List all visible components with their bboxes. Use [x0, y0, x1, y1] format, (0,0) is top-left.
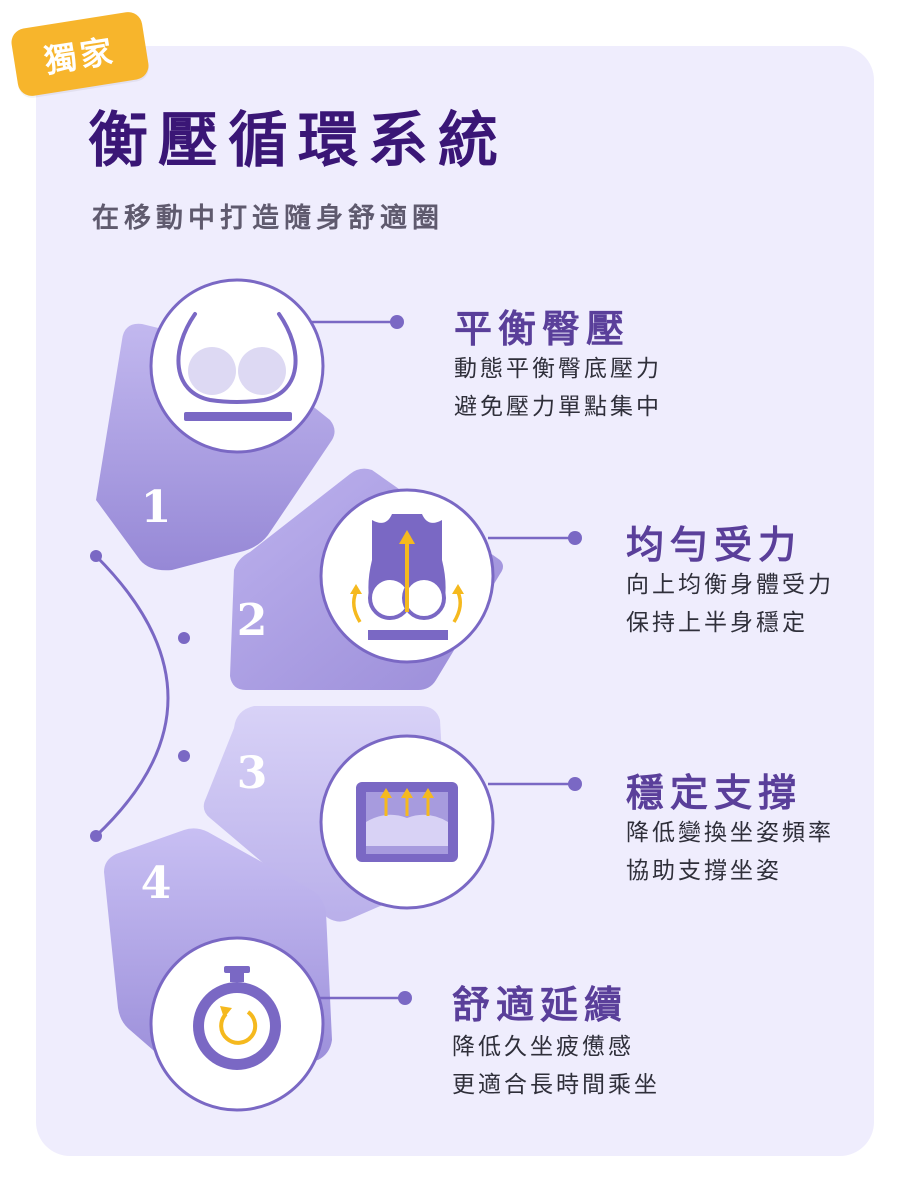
- feature-desc-line: 動態平衡臀底壓力: [454, 356, 662, 382]
- feature-desc-4: 降低久坐疲憊感 更適合長時間乘坐: [452, 1028, 660, 1104]
- feature-title-1: 平衡臀壓: [454, 307, 631, 351]
- feature-desc-line: 降低久坐疲憊感: [452, 1034, 634, 1060]
- step-number-3: 3: [237, 748, 268, 799]
- feature-desc-line: 協助支撐坐姿: [626, 858, 782, 884]
- stopwatch-icon: [193, 966, 281, 1070]
- connector-dot-3: [568, 777, 582, 791]
- feature-desc-3: 降低變換坐姿頻率 協助支撐坐姿: [626, 814, 834, 890]
- feature-title-2: 均勻受力: [626, 523, 803, 567]
- step-number-1: 1: [141, 482, 172, 533]
- arc-dot: [90, 830, 102, 842]
- connector-dot-1: [390, 315, 404, 329]
- buttocks-on-cushion-icon: [176, 312, 298, 421]
- feature-desc-2: 向上均衡身體受力 保持上半身穩定: [626, 566, 834, 642]
- arc-dot: [178, 632, 190, 644]
- connector-arc: [94, 554, 170, 838]
- feature-desc-line: 避免壓力單點集中: [454, 394, 662, 420]
- feature-title-3: 穩定支撐: [626, 771, 803, 815]
- page-title: 衡壓循環系統: [88, 106, 508, 176]
- cushion-support-arrows-icon: [356, 782, 458, 862]
- feature-desc-1: 動態平衡臀底壓力 避免壓力單點集中: [454, 350, 662, 426]
- feature-desc-line: 保持上半身穩定: [626, 610, 808, 636]
- feature-title-4: 舒適延續: [452, 983, 629, 1027]
- arc-dot: [90, 550, 102, 562]
- feature-desc-line: 降低變換坐姿頻率: [626, 820, 834, 846]
- feature-desc-line: 更適合長時間乘坐: [452, 1072, 660, 1098]
- connector-dot-4: [398, 991, 412, 1005]
- arc-dot: [178, 750, 190, 762]
- connector-dot-2: [568, 531, 582, 545]
- step-number-2: 2: [237, 595, 268, 646]
- step-number-4: 4: [141, 858, 172, 909]
- torso-upward-force-icon: [350, 514, 464, 640]
- feature-desc-line: 向上均衡身體受力: [626, 572, 834, 598]
- page-subtitle: 在移動中打造隨身舒適圈: [92, 203, 444, 234]
